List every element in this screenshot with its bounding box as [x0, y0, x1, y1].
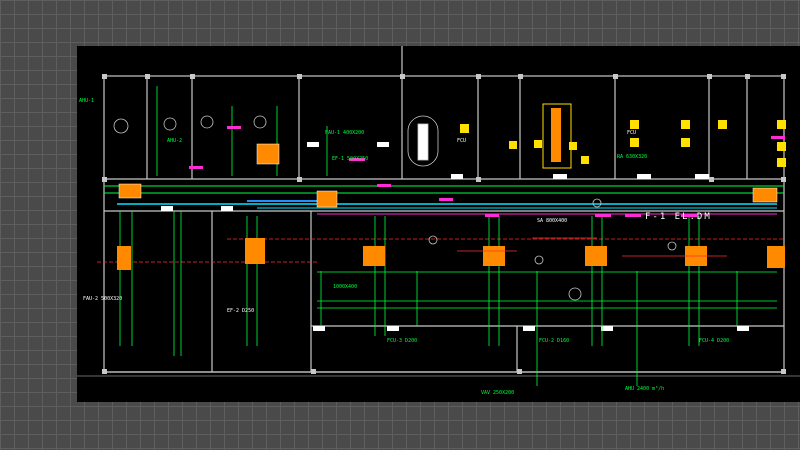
main-ducts [97, 185, 784, 309]
label-note-j: AHU 2400 m³/h [625, 386, 665, 392]
label-note-k: FAU-2 500X320 [83, 296, 123, 302]
red-leader-lines [457, 237, 727, 257]
floor-plan-drawing [77, 46, 800, 386]
branch-ducts [119, 86, 738, 386]
label-note-d: RA 630X320 [617, 154, 648, 160]
label-room-2: AHU-2 [167, 138, 183, 144]
cad-viewport[interactable]: AHU-1 AHU-2 FCU FCU FAU-1 400X200 EF-1 5… [77, 46, 800, 402]
label-room-4: FCU [627, 130, 637, 136]
label-note-c: SA 800X400 [537, 218, 568, 224]
structural-columns [102, 74, 786, 374]
label-note-a: FAU-1 400X200 [325, 130, 365, 136]
label-note-h: FCU-4 D200 [699, 338, 730, 344]
label-note-f: FCU-3 D200 [387, 338, 418, 344]
door-markers [161, 142, 749, 331]
room-fixtures [113, 115, 677, 301]
label-note-b: EF-1 500X250 [332, 156, 369, 162]
label-note-g: FCU-2 D160 [539, 338, 570, 344]
label-room-3: FCU [457, 138, 467, 144]
magenta-annotations [189, 126, 785, 217]
label-note-i: VAV 250X200 [481, 390, 515, 396]
label-note-e: 1000X400 [333, 284, 358, 290]
yellow-equipment [460, 120, 786, 167]
equipment-units [117, 103, 785, 270]
label-note-l: EF-2 D250 [227, 308, 255, 314]
plan-label: F-1 EL.DM [645, 212, 712, 222]
building-walls [77, 46, 800, 377]
label-room-1: AHU-1 [79, 98, 95, 104]
